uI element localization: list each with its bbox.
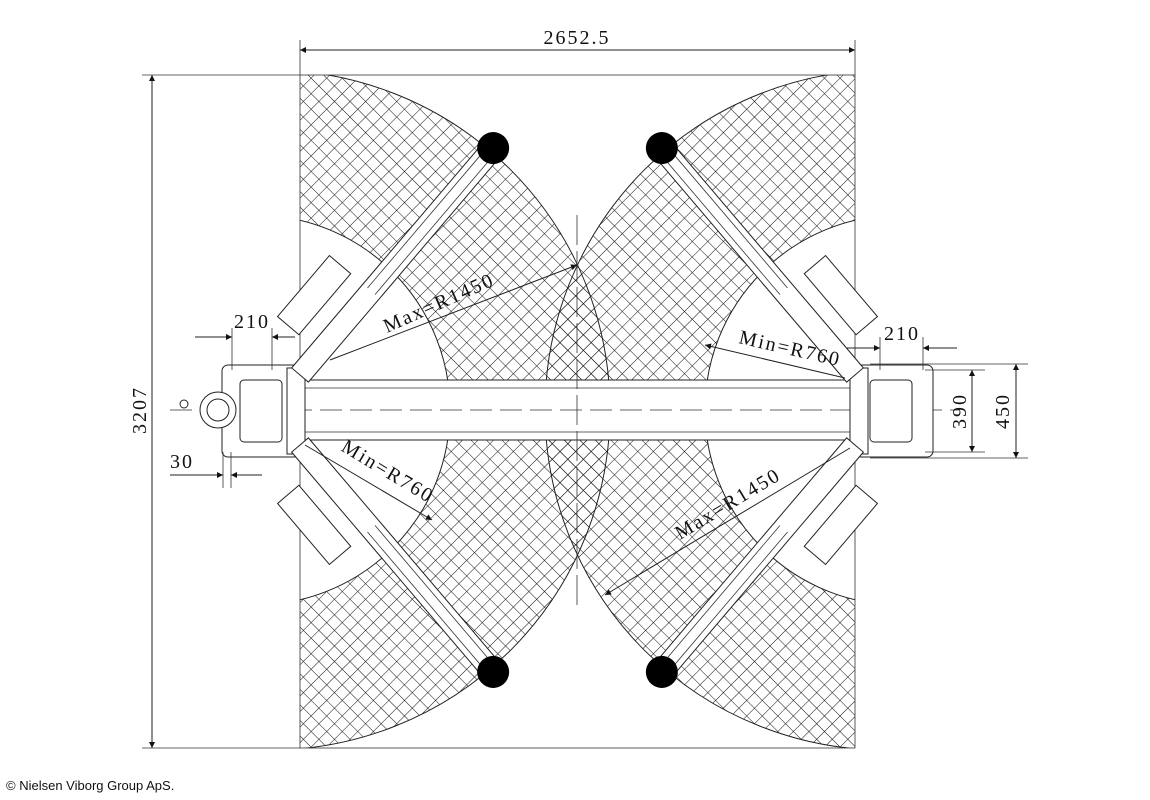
max-radius-left-leader bbox=[329, 264, 578, 361]
right-post bbox=[849, 364, 934, 458]
svg-text:30: 30 bbox=[170, 451, 194, 473]
arm-upper-right bbox=[645, 132, 879, 383]
arm-lower-right bbox=[645, 437, 879, 688]
left-post bbox=[179, 364, 306, 458]
dimension-left-post-width: 210 bbox=[195, 311, 295, 370]
svg-text:210: 210 bbox=[884, 323, 920, 345]
max-radius-right-leader bbox=[604, 447, 851, 596]
copyright-notice: © Nielsen Viborg Group ApS. bbox=[6, 778, 175, 793]
min-radius-right-leader bbox=[704, 343, 846, 379]
dimension-overall-length: 3207 bbox=[129, 74, 300, 749]
svg-text:210: 210 bbox=[234, 311, 270, 333]
dimension-right-post-width: 210 bbox=[847, 323, 957, 370]
dimension-right-depth-390: 390 bbox=[925, 369, 985, 453]
svg-text:390: 390 bbox=[949, 393, 971, 429]
min-radius-left-leader bbox=[304, 444, 433, 521]
lift-pad-icon bbox=[477, 655, 510, 688]
lift-pad-icon bbox=[645, 132, 678, 165]
lift-pad-icon bbox=[477, 132, 510, 165]
svg-text:450: 450 bbox=[992, 393, 1014, 429]
dimension-right-depth-450: 450 bbox=[870, 363, 1028, 459]
arm-upper-left bbox=[276, 132, 510, 383]
svg-text:2652.5: 2652.5 bbox=[544, 27, 611, 49]
dimension-left-offset: 30 bbox=[170, 451, 262, 488]
svg-text:3207: 3207 bbox=[129, 386, 151, 434]
lift-pad-icon bbox=[645, 655, 678, 688]
dimension-overall-width: 2652.5 bbox=[299, 27, 856, 75]
arm-lower-left bbox=[276, 437, 510, 688]
motor-icon bbox=[199, 391, 237, 429]
